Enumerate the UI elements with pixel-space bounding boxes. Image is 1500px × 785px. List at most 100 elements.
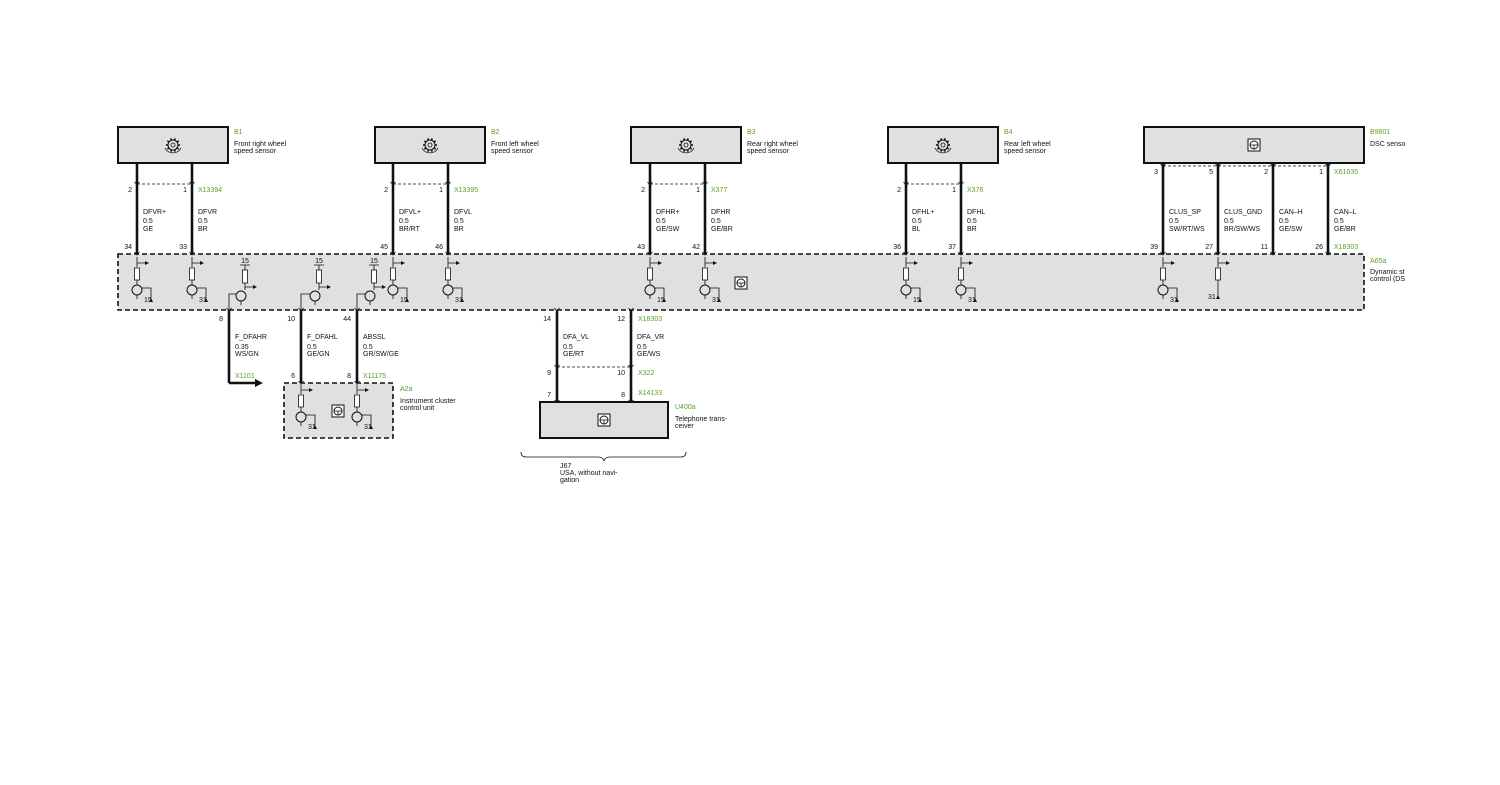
sense-line xyxy=(960,257,970,267)
output-line xyxy=(244,283,253,290)
pin-marker xyxy=(1215,163,1221,168)
wire-name: CLUS_SP xyxy=(1169,209,1201,216)
wire-size: 0.5 xyxy=(1224,218,1234,225)
module-pin: 45 xyxy=(380,244,388,251)
module-pin: 11 xyxy=(1261,244,1268,251)
module-pin: 43 xyxy=(637,244,645,251)
pin-marker xyxy=(554,307,560,312)
pin-marker xyxy=(628,307,634,312)
sense-line xyxy=(704,257,714,267)
drive-line xyxy=(228,293,242,310)
pin-marker xyxy=(189,181,195,186)
arrow-icon xyxy=(145,261,149,265)
sensor-desc: speed sensor xyxy=(747,148,790,155)
arrow-icon xyxy=(914,261,918,265)
wire-color: GE/SW xyxy=(656,226,680,233)
gear-arc xyxy=(421,147,439,154)
ground-arrow-icon xyxy=(369,425,373,429)
output-line xyxy=(373,283,382,290)
wire-size: 0.5 xyxy=(1279,218,1289,225)
wire-name: DFA_VR xyxy=(637,334,664,341)
input-stage xyxy=(900,257,922,302)
pin-marker xyxy=(702,181,708,186)
wheel-speed-sensor-icon xyxy=(934,138,952,154)
input-stage xyxy=(295,384,317,429)
arrow-icon xyxy=(365,388,369,392)
control-unit-icon xyxy=(1247,138,1261,152)
pin-marker xyxy=(1160,163,1166,168)
wire-name: CLUS_GND xyxy=(1224,209,1262,216)
end-pin: 8 xyxy=(347,373,351,380)
gear-arc xyxy=(934,147,952,154)
wheel-speed-sensor-icon xyxy=(164,138,182,154)
supply-label: 15 xyxy=(657,297,665,304)
sensor-pin: 1 xyxy=(439,187,443,194)
module-pin: 12 xyxy=(617,316,625,323)
output-stage xyxy=(356,264,386,310)
supply-label: 31 xyxy=(968,297,976,304)
wire-color: BR/RT xyxy=(399,226,421,233)
pin-marker xyxy=(226,307,232,312)
resistor-icon xyxy=(298,394,304,408)
arrow-icon xyxy=(253,285,257,289)
pin-marker xyxy=(702,251,708,256)
arrow-icon xyxy=(309,388,313,392)
sensor-id: B1 xyxy=(234,129,243,136)
gear-arc xyxy=(677,147,695,154)
wire-name: DFA_VL xyxy=(563,334,589,341)
wire-size: 0.5 xyxy=(1169,218,1179,225)
wire-size: 0.5 xyxy=(454,218,464,225)
pin-marker xyxy=(354,307,360,312)
telephone-desc: ceiver xyxy=(675,423,694,430)
sense-line xyxy=(356,384,366,394)
gear-hub xyxy=(940,142,946,148)
wire-size: 0.5 xyxy=(307,344,317,351)
arrow-icon xyxy=(969,261,973,265)
supply-bar xyxy=(314,264,324,270)
module-pin: 33 xyxy=(179,244,187,251)
resistor-icon xyxy=(242,269,248,284)
transistor-lines xyxy=(447,280,463,299)
module-connector-label: X18303 xyxy=(638,316,662,323)
wire-name: F_DFAHL xyxy=(307,334,338,341)
wire-name: ABSSL xyxy=(363,334,386,341)
supply-label: 31 xyxy=(1170,297,1178,304)
input-stage xyxy=(387,257,409,302)
control-unit-icon xyxy=(331,404,345,418)
wire-name: DFVR+ xyxy=(143,209,166,216)
end-pin: 6 xyxy=(291,373,295,380)
wire-color: GE/RT xyxy=(563,351,585,358)
module-pin: 27 xyxy=(1205,244,1213,251)
ground-arrow-icon xyxy=(1175,298,1179,302)
sensor-pin: 1 xyxy=(183,187,187,194)
transistor-lines xyxy=(191,280,207,299)
ground-arrow-icon xyxy=(460,298,464,302)
wire-size: 0.5 xyxy=(563,344,573,351)
wire-size: 0.5 xyxy=(711,218,721,225)
input-stage xyxy=(699,257,721,302)
input-stage xyxy=(955,257,977,302)
drive-line xyxy=(356,293,371,310)
pin-marker xyxy=(390,181,396,186)
sensor-desc: speed sensor xyxy=(491,148,534,155)
resistor-icon xyxy=(1215,267,1221,281)
sensor-id: B2 xyxy=(491,129,500,136)
sensor-desc: DSC senso xyxy=(1370,141,1406,148)
connector-label: X1101 xyxy=(235,373,255,380)
telephone-id: U400a xyxy=(675,404,696,411)
pin-marker xyxy=(903,181,909,186)
arrow-icon xyxy=(456,261,460,265)
wire-name: CAN–H xyxy=(1279,209,1303,216)
module-pin: 36 xyxy=(893,244,901,251)
wire-name: DFHR xyxy=(711,209,730,216)
sensor-desc: Rear right wheel xyxy=(747,141,798,148)
gear-teeth xyxy=(679,138,693,152)
wire-size: 0.5 xyxy=(399,218,409,225)
transistor-lines xyxy=(704,280,720,299)
option-note: USA, without navi- xyxy=(560,470,618,477)
resistor-icon xyxy=(702,267,708,281)
end-pin: 7 xyxy=(547,392,551,399)
pin-marker xyxy=(958,181,964,186)
input-stage xyxy=(644,257,666,302)
